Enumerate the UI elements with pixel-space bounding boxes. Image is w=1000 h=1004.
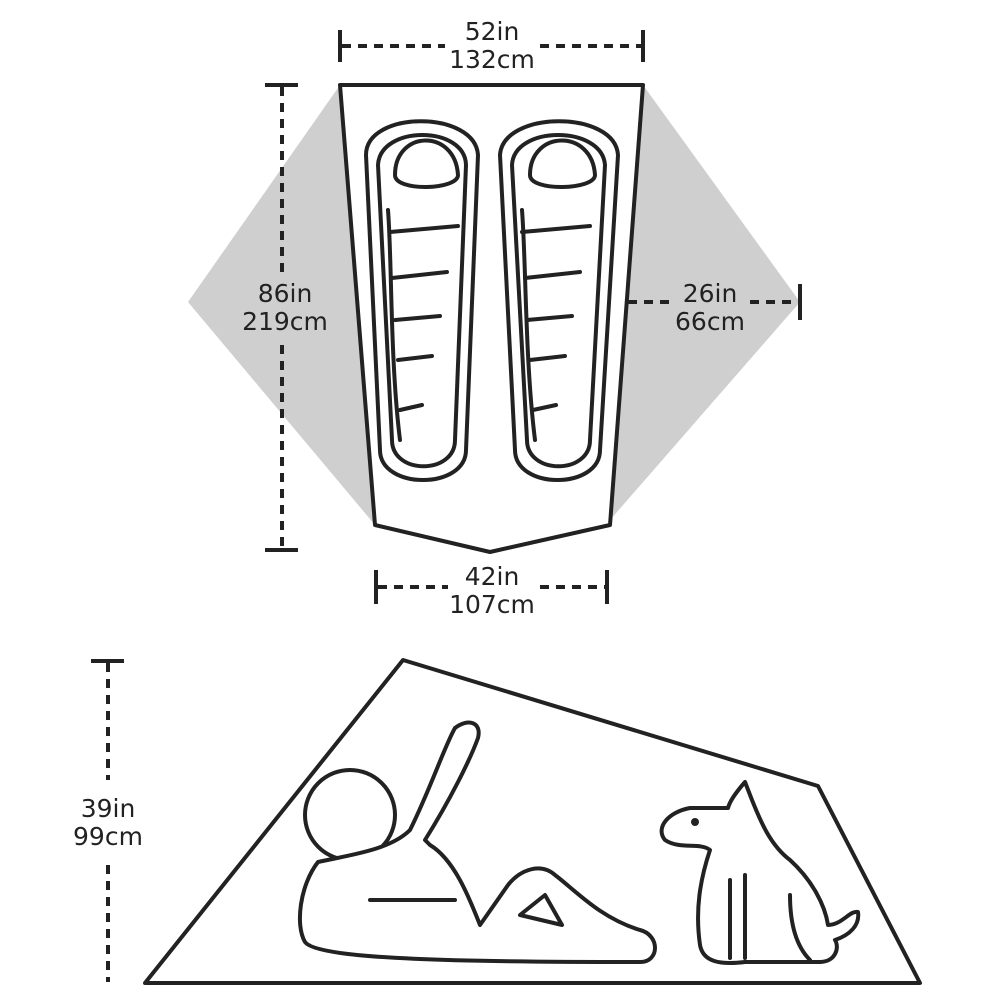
length-dimension — [265, 83, 298, 552]
bottom-width-cm: 107cm — [449, 590, 535, 619]
vestibule-depth-cm: 66cm — [675, 307, 745, 336]
top-width-dimension — [338, 30, 645, 62]
height-dimension — [91, 659, 124, 982]
sleeping-bag-icon — [363, 119, 481, 482]
top-width-inches: 52in — [464, 17, 520, 46]
left-vestibule — [188, 85, 375, 525]
bottom-width-inches: 42in — [464, 562, 520, 591]
height-cm: 99cm — [73, 822, 143, 851]
height-inches: 39in — [80, 794, 136, 823]
dog-sitting-icon — [659, 780, 861, 965]
length-label: 86in 219cm — [225, 280, 345, 336]
person-reclining-icon — [297, 720, 657, 964]
length-cm: 219cm — [242, 307, 328, 336]
sleeping-bag-icon — [497, 119, 621, 482]
height-label: 39in 99cm — [48, 795, 168, 851]
vestibule-depth-dimension — [628, 284, 802, 320]
top-width-cm: 132cm — [449, 45, 535, 74]
top-width-label: 52in 132cm — [432, 18, 552, 74]
vestibule-depth-inches: 26in — [682, 279, 738, 308]
bottom-width-dimension — [374, 570, 609, 604]
length-inches: 86in — [257, 279, 313, 308]
vestibule-depth-label: 26in 66cm — [650, 280, 770, 336]
bottom-width-label: 42in 107cm — [432, 563, 552, 619]
right-vestibule — [610, 85, 800, 520]
